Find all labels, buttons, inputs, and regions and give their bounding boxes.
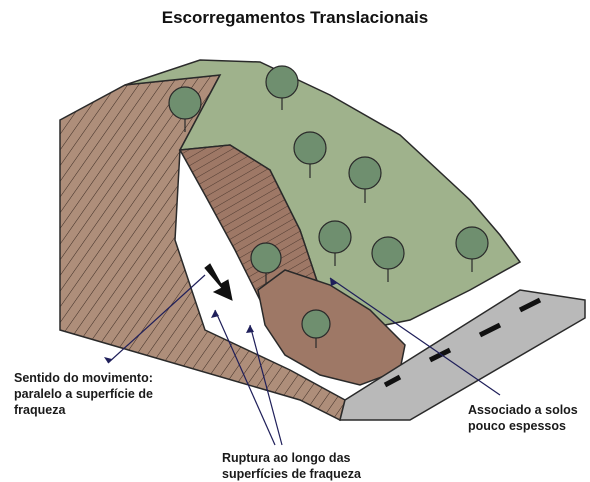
movement-arrow bbox=[204, 263, 233, 301]
tree bbox=[168, 86, 202, 132]
tree bbox=[265, 65, 299, 110]
diagram-title: Escorregamentos Translacionais bbox=[161, 8, 429, 27]
trees bbox=[168, 65, 489, 348]
road-markings bbox=[383, 297, 542, 388]
tree bbox=[250, 242, 282, 284]
movement-direction-label: Sentido do movimento: paralelo a superfí… bbox=[14, 371, 153, 417]
thin-soils-label: Associado a solos pouco espessos bbox=[468, 403, 578, 433]
tree bbox=[455, 226, 489, 272]
tree bbox=[318, 220, 352, 266]
pointer-heads bbox=[104, 278, 338, 363]
tree bbox=[371, 236, 405, 282]
rupture-label: Ruptura ao longo das superfícies de fraq… bbox=[222, 451, 361, 481]
pointer-lines bbox=[107, 274, 501, 446]
road bbox=[339, 289, 586, 421]
tree bbox=[293, 131, 327, 178]
tree bbox=[348, 156, 382, 203]
tree bbox=[301, 309, 331, 348]
